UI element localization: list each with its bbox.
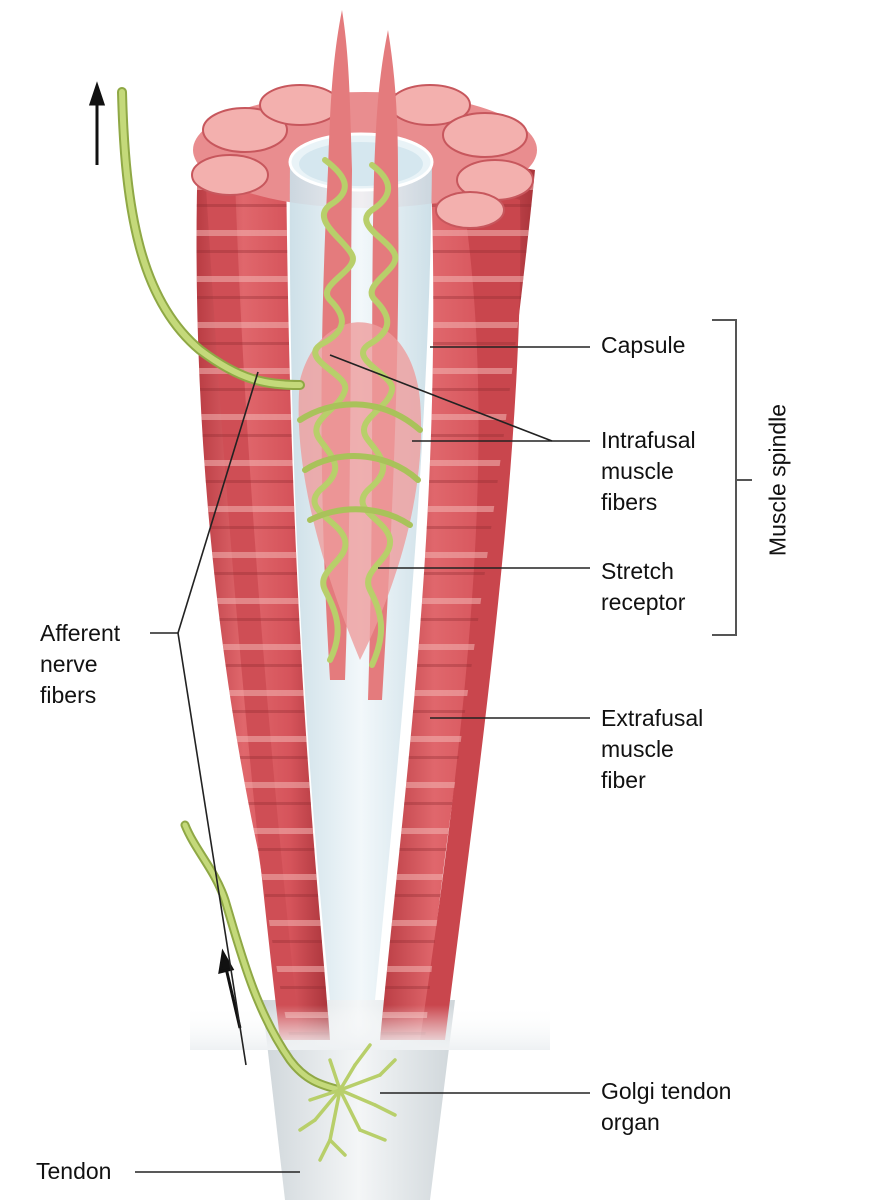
extrafusal-muscle-fiber-label: Extrafusal muscle fiber xyxy=(601,705,704,793)
afferent-nerve-fibers xyxy=(117,87,345,1095)
afferent-nerve-fibers-label: Afferent nerve fibers xyxy=(40,620,121,708)
golgi-tendon-organ xyxy=(298,1043,397,1162)
arrow-up-icon xyxy=(218,948,242,1029)
arrow-up-icon xyxy=(88,81,106,165)
muscle-spindle-label: Muscle spindle xyxy=(764,403,791,557)
intrafusal-muscle-fibers-label: Intrafusal muscle fibers xyxy=(601,427,696,515)
leader-lines xyxy=(135,346,590,1173)
tendon-label: Tendon xyxy=(36,1158,112,1184)
stretch-receptor-label: Stretch receptor xyxy=(601,558,686,615)
stretch-receptor-spirals xyxy=(297,157,423,668)
capsule-label: Capsule xyxy=(601,332,686,358)
golgi-tendon-organ-label: Golgi tendon organ xyxy=(601,1078,732,1135)
muscle-spindle-bracket xyxy=(712,319,752,636)
